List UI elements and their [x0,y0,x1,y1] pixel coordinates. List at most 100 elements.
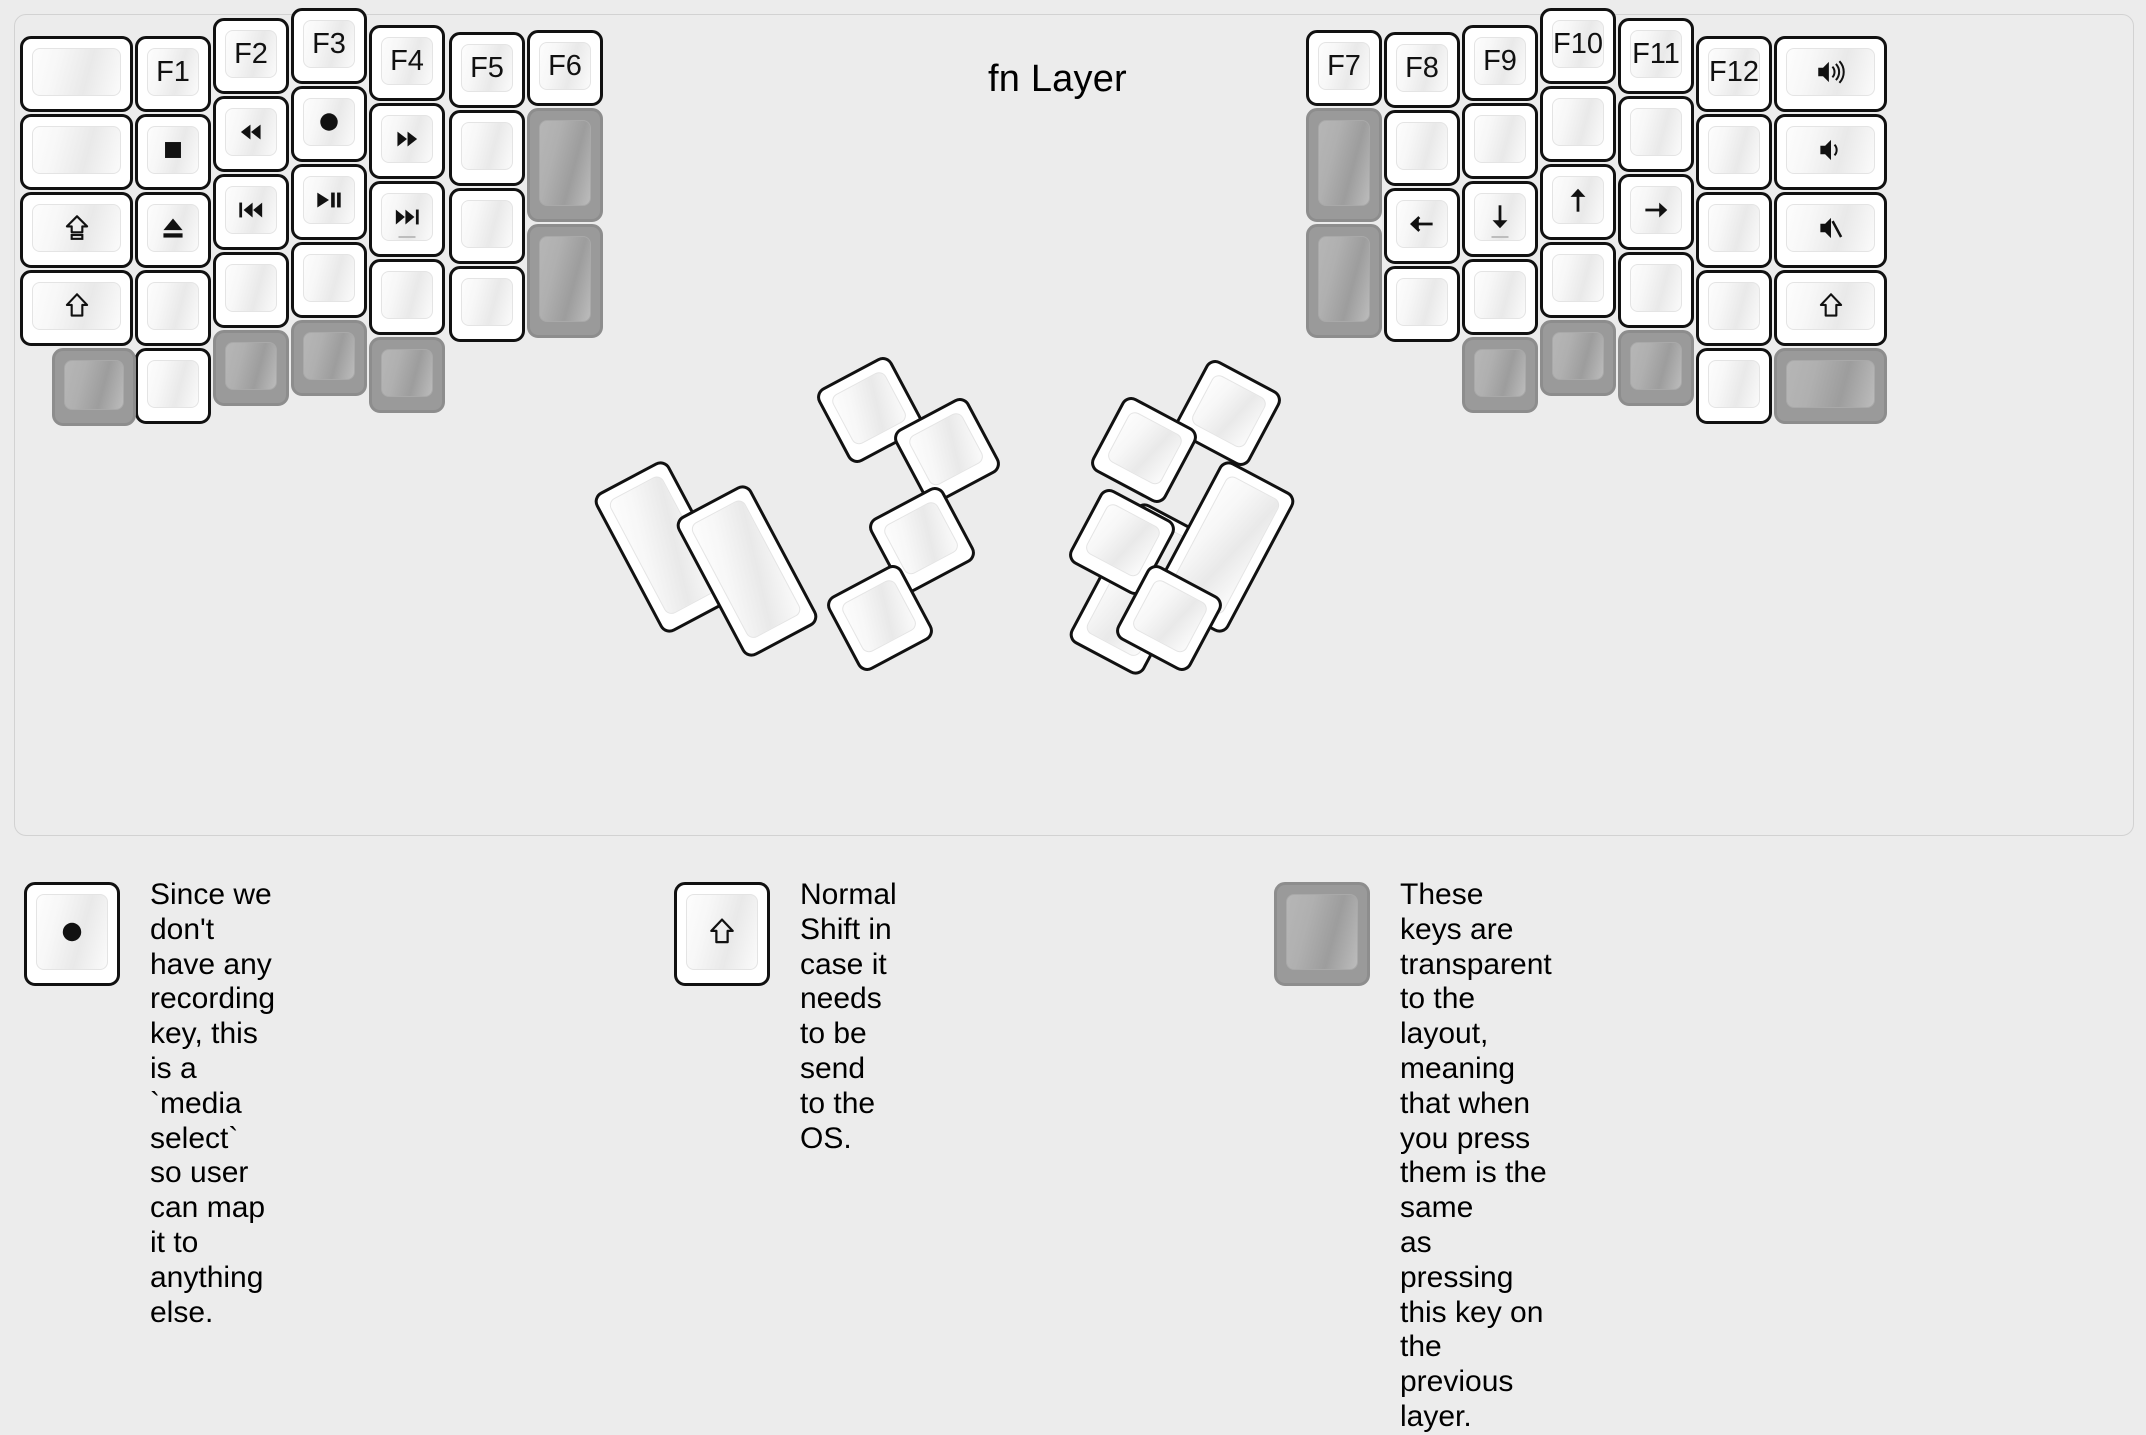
keycap-face [839,577,919,656]
right-col-index-key-2[interactable] [1462,103,1538,179]
left-col-inner-2-key-2[interactable] [527,108,603,222]
keycap-face [461,44,513,92]
right-col-middle-key-1[interactable]: F10 [1540,8,1616,84]
right-col-index-key-4[interactable] [1462,259,1538,335]
right-col-pinky-outer-key-3[interactable] [1774,192,1887,268]
keycap-face [303,98,355,146]
right-col-pinky-key-4[interactable] [1696,270,1772,346]
page-title: fn Layer [988,58,1127,100]
left-col-pinky-outer-key-5[interactable] [52,348,136,426]
keycap-face [147,204,199,252]
keycap-face [1786,204,1875,252]
left-col-pinky-key-2[interactable] [135,114,211,190]
right-col-ring-key-2[interactable] [1618,96,1694,172]
left-col-pinky-key-4[interactable] [135,270,211,346]
keycap-face [1786,282,1875,330]
right-col-pinky-outer-key-1[interactable] [1774,36,1887,112]
right-col-inner-1-key-2[interactable] [1384,110,1460,186]
left-col-ring-key-5[interactable] [213,330,289,406]
left-col-inner-1-key-2[interactable] [449,110,525,186]
left-col-inner-1-key-3[interactable] [449,188,525,264]
left-col-index-key-5[interactable] [369,337,445,413]
left-col-index-key-4[interactable] [369,259,445,335]
left-col-ring-key-4[interactable] [213,252,289,328]
right-col-inner-2-key-1[interactable]: F7 [1306,30,1382,106]
right-col-ring-key-1[interactable]: F11 [1618,18,1694,94]
keycap-face [225,186,277,234]
right-col-index-key-3[interactable] [1462,181,1538,257]
right-col-ring-key-4[interactable] [1618,252,1694,328]
keycap-face [1474,115,1526,163]
keycap-face [225,342,277,390]
keycap-face [1474,349,1526,397]
left-col-index-key-3[interactable] [369,181,445,257]
left-col-index-key-1[interactable]: F4 [369,25,445,101]
left-col-inner-1-key-4[interactable] [449,266,525,342]
right-col-pinky-key-1[interactable]: F12 [1696,36,1772,112]
right-col-pinky-key-2[interactable] [1696,114,1772,190]
legend-key-2 [674,882,770,986]
right-col-inner-1-key-3[interactable] [1384,188,1460,264]
keycap-face [225,108,277,156]
keycap-face [381,349,433,397]
left-col-ring-key-1[interactable]: F2 [213,18,289,94]
left-col-pinky-outer-key-1[interactable] [20,36,133,112]
keycap-face [303,332,355,380]
left-col-middle-key-3[interactable] [291,164,367,240]
right-col-pinky-key-3[interactable] [1696,192,1772,268]
keycap-face [147,360,199,408]
keycap-face [1630,342,1682,390]
right-col-pinky-outer-key-5[interactable] [1774,348,1887,424]
left-col-ring-key-3[interactable] [213,174,289,250]
keycap-face [1286,894,1358,970]
right-col-middle-key-4[interactable] [1540,242,1616,318]
left-col-ring-key-2[interactable] [213,96,289,172]
right-col-index-key-5[interactable] [1462,337,1538,413]
left-col-middle-key-4[interactable] [291,242,367,318]
left-col-pinky-key-5[interactable] [135,348,211,424]
legend-key-3 [1274,882,1370,986]
keycap-face [1630,30,1682,78]
keycap-face [1396,200,1448,248]
right-col-pinky-key-5[interactable] [1696,348,1772,424]
left-col-pinky-outer-key-3[interactable] [20,192,133,268]
left-col-inner-2-key-3[interactable] [527,224,603,338]
right-col-inner-2-key-3[interactable] [1306,224,1382,338]
keycap-blank [1277,885,1367,979]
keycap-face [32,126,121,174]
right-col-pinky-outer-key-4[interactable] [1774,270,1887,346]
right-col-middle-key-5[interactable] [1540,320,1616,396]
right-col-ring-key-3[interactable] [1618,174,1694,250]
left-col-middle-key-5[interactable] [291,320,367,396]
right-col-inner-1-key-1[interactable]: F8 [1384,32,1460,108]
left-col-inner-2-key-1[interactable]: F6 [527,30,603,106]
keycap-face [1552,98,1604,146]
right-col-middle-key-3[interactable] [1540,164,1616,240]
keycap-face [1708,204,1760,252]
shift-icon [677,885,767,979]
right-col-inner-2-key-2[interactable] [1306,108,1382,222]
left-col-pinky-outer-key-2[interactable] [20,114,133,190]
left-col-pinky-key-3[interactable] [135,192,211,268]
right-col-middle-key-2[interactable] [1540,86,1616,162]
keycap-face [381,193,433,241]
right-col-ring-key-5[interactable] [1618,330,1694,406]
keycap-face [1396,44,1448,92]
right-col-index-key-1[interactable]: F9 [1462,25,1538,101]
right-col-inner-1-key-4[interactable] [1384,266,1460,342]
left-col-inner-1-key-1[interactable]: F5 [449,32,525,108]
left-col-middle-key-2[interactable] [291,86,367,162]
keycap-face [32,48,121,96]
keycap-face [147,48,199,96]
keycap-face [539,236,591,322]
left-col-pinky-outer-key-4[interactable] [20,270,133,346]
left-col-middle-key-1[interactable]: F3 [291,8,367,84]
keycap-face [1318,236,1370,322]
keycap-face [147,126,199,174]
keycap-face [1396,122,1448,170]
right-col-pinky-outer-key-2[interactable] [1774,114,1887,190]
left-col-pinky-key-1[interactable]: F1 [135,36,211,112]
keycap-face [147,282,199,330]
left-col-index-key-2[interactable] [369,103,445,179]
